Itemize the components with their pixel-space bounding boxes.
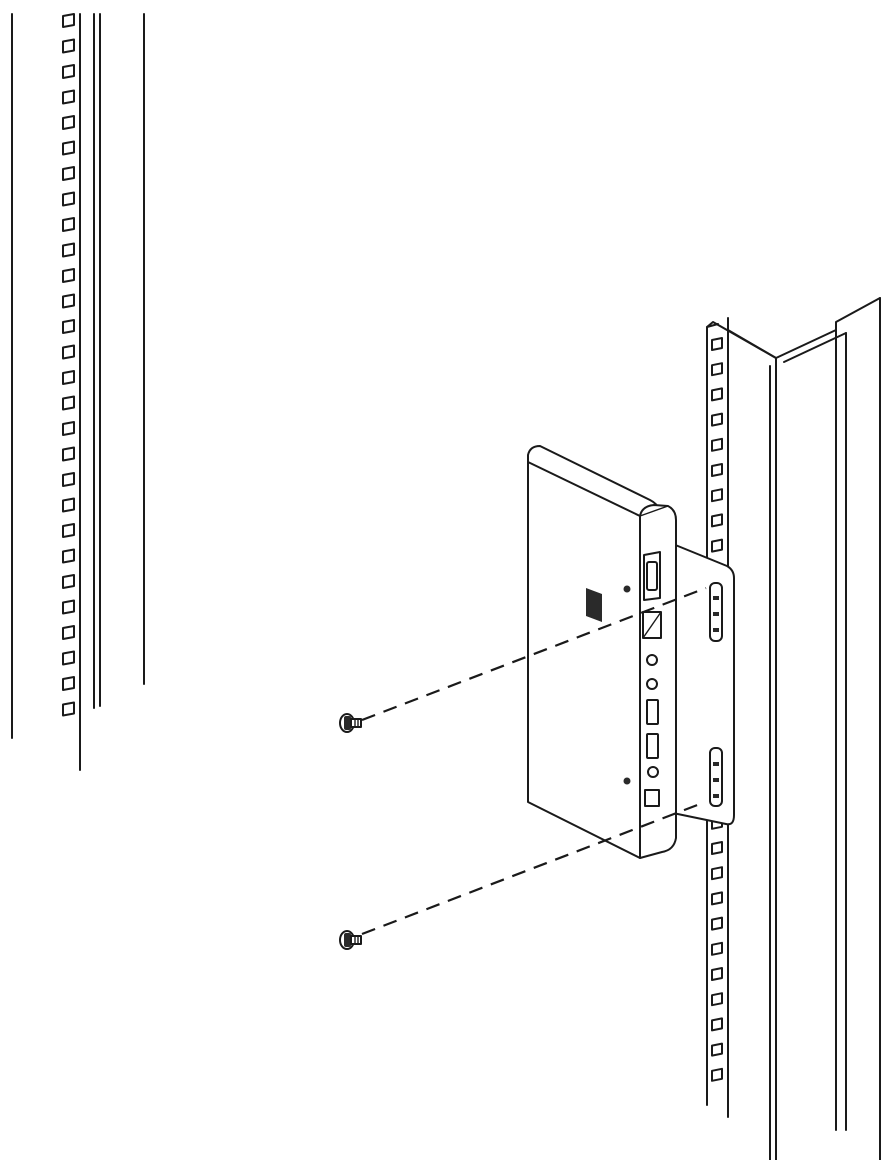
rail-hole	[62, 701, 75, 717]
rail-hole	[711, 941, 723, 956]
rail-hole	[62, 344, 75, 360]
rail-hole	[62, 89, 75, 105]
rail-hole	[62, 293, 75, 309]
rail-hole	[711, 387, 723, 402]
rail-hole	[62, 650, 75, 666]
screw-icon	[339, 930, 362, 950]
rail-hole	[62, 319, 75, 334]
mounting-bracket	[667, 541, 735, 826]
rail-hole	[711, 841, 723, 855]
rail-hole	[62, 676, 75, 691]
rail-hole	[711, 412, 723, 427]
rail-hole	[62, 38, 75, 54]
rail-hole	[711, 513, 723, 528]
rail-hole	[711, 967, 723, 981]
device-unit	[527, 445, 677, 859]
rail-hole	[62, 115, 75, 130]
rail-hole	[62, 191, 75, 207]
rail-hole	[711, 1067, 723, 1082]
rail-hole	[711, 866, 723, 881]
rack-rail-left	[11, 13, 145, 771]
guide-line-lower	[361, 802, 701, 936]
rail-hole	[62, 599, 75, 615]
rail-hole	[62, 523, 75, 538]
rail-hole	[711, 337, 723, 351]
rail-hole	[711, 362, 723, 377]
rail-hole	[62, 421, 75, 436]
screw-icon	[339, 713, 362, 733]
rail-hole	[62, 574, 75, 589]
rail-hole	[711, 1017, 723, 1032]
rail-hole	[62, 395, 75, 411]
rail-hole	[62, 497, 75, 513]
rail-hole	[62, 268, 75, 283]
rail-hole	[62, 446, 75, 462]
rail-hole	[711, 891, 723, 906]
rail-hole	[62, 140, 75, 156]
rack-rail-right	[706, 297, 881, 1160]
rail-hole	[711, 437, 723, 452]
rail-hole	[711, 488, 723, 503]
rail-holes-left	[62, 13, 75, 717]
rail-hole	[62, 64, 75, 79]
rail-hole	[711, 916, 723, 931]
rail-hole	[711, 538, 723, 553]
rail-hole	[62, 472, 75, 487]
rail-hole	[711, 463, 723, 477]
rail-hole	[711, 1042, 723, 1057]
rail-hole	[62, 166, 75, 181]
rail-hole	[62, 242, 75, 258]
rail-hole	[62, 625, 75, 640]
guide-line-upper	[361, 586, 707, 722]
rail-hole	[711, 992, 723, 1007]
rail-hole	[62, 548, 75, 564]
rail-hole	[62, 13, 75, 28]
rail-hole	[62, 370, 75, 385]
rail-hole	[62, 217, 75, 232]
